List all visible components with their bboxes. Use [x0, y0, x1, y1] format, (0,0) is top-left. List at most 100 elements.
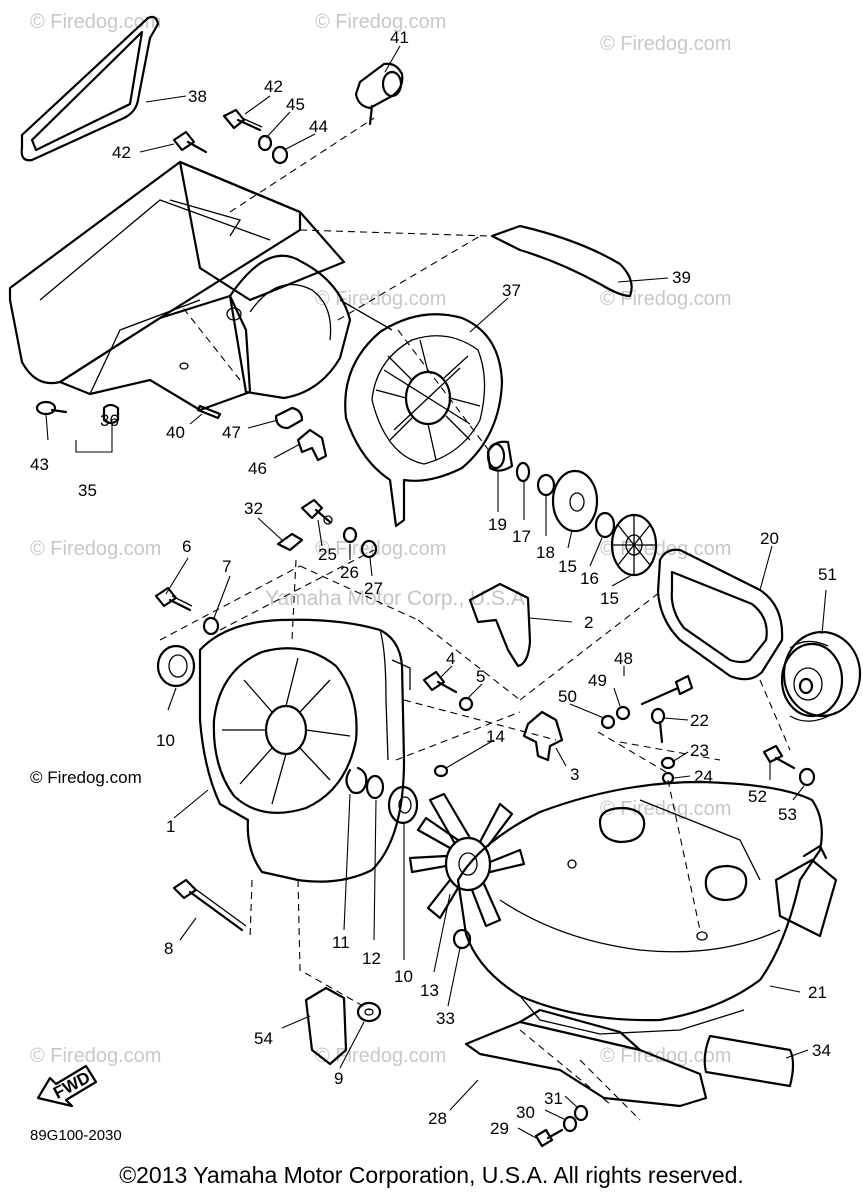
label-34: 34: [812, 1041, 831, 1060]
label-26: 26: [340, 563, 359, 582]
label-20: 20: [760, 529, 779, 548]
label-40: 40: [166, 423, 185, 442]
part-46-bracket: [296, 428, 328, 462]
fwd-arrow-icon: FWD: [36, 1064, 98, 1108]
part-42-bolt-side: [172, 130, 208, 154]
part-25-bolt: [300, 498, 333, 525]
label-30: 30: [516, 1103, 535, 1122]
label-37: 37: [502, 281, 521, 300]
part-26-washer: [342, 526, 358, 544]
label-50: 50: [558, 687, 577, 706]
part-35-airbox: [8, 160, 393, 412]
part-43-bolt: [35, 400, 68, 416]
part-14-cap: [433, 764, 449, 778]
firedog-credit: © Firedog.com: [30, 768, 142, 787]
label-29: 29: [490, 1119, 509, 1138]
watermark-12: © Firedog.com: [600, 1045, 731, 1067]
label-3: 3: [570, 765, 579, 784]
label-23: 23: [690, 741, 709, 760]
watermark-center: Yamaha Motor Corp., U.S.A.: [265, 587, 531, 610]
part-4-bolt: [422, 670, 458, 694]
leader-lines: [45, 45, 827, 1139]
label-10a: 10: [156, 731, 175, 750]
label-16: 16: [580, 569, 599, 588]
part-31-washer: [573, 1104, 589, 1122]
part-23-nut: [660, 756, 676, 770]
watermark-5: © Firedog.com: [600, 288, 731, 310]
part-11-circlip: [345, 766, 368, 795]
part-38-seal: [20, 15, 160, 162]
part-6-bolt: [154, 586, 193, 612]
part-48-bolt: [640, 674, 694, 706]
label-36: 36: [100, 411, 119, 430]
label-18: 18: [536, 543, 555, 562]
label-51: 51: [818, 565, 837, 584]
label-42a: 42: [264, 77, 283, 96]
label-8: 8: [164, 939, 173, 958]
label-38: 38: [188, 87, 207, 106]
label-39: 39: [672, 268, 691, 287]
part-9-grommet: [356, 1001, 382, 1023]
label-13: 13: [420, 981, 439, 1000]
part-54-plate: [304, 986, 348, 1066]
part-19-collar: [486, 440, 514, 472]
label-7: 7: [222, 557, 231, 576]
part-41-sensor: [354, 62, 404, 126]
label-4: 4: [446, 649, 455, 668]
part-7-washer: [202, 616, 220, 636]
part-39-cover: [490, 224, 633, 298]
part-53-washer: [798, 767, 816, 787]
label-15b: 15: [600, 589, 619, 608]
label-25: 25: [318, 545, 337, 564]
part-12-washer: [365, 774, 385, 800]
watermark-10: © Firedog.com: [30, 1045, 161, 1067]
label-53: 53: [778, 805, 797, 824]
label-10b: 10: [394, 967, 413, 986]
watermark-8: © Firedog.com: [600, 538, 731, 560]
label-2: 2: [584, 613, 593, 632]
part-8-bolt: [172, 878, 247, 932]
label-45: 45: [286, 95, 305, 114]
part-51-pulley: [780, 630, 862, 722]
watermarks: © Firedog.com © Firedog.com © Firedog.co…: [30, 11, 731, 1067]
label-19: 19: [488, 515, 507, 534]
part-36-collar: [102, 403, 120, 425]
watermark-6: © Firedog.com: [30, 538, 161, 560]
part-42-bolt-top: [222, 108, 263, 132]
label-22: 22: [690, 711, 709, 730]
copyright-notice: ©2013 Yamaha Motor Corporation, U.S.A. A…: [119, 1162, 744, 1188]
label-48: 48: [614, 649, 633, 668]
label-47: 47: [222, 423, 241, 442]
watermark-7: © Firedog.com: [315, 538, 446, 560]
diagram-code: 89G100-2030: [30, 1127, 122, 1144]
label-33: 33: [436, 1009, 455, 1028]
label-5: 5: [476, 667, 485, 686]
label-35: 35: [78, 481, 97, 500]
watermark-2: © Firedog.com: [315, 11, 446, 33]
label-15a: 15: [558, 557, 577, 576]
part-1-fan-case: [198, 618, 411, 883]
part-28-bracket: [464, 1008, 708, 1108]
part-52-bolt: [762, 744, 796, 770]
label-31: 31: [544, 1089, 563, 1108]
watermark-9: © Firedog.com: [600, 798, 731, 820]
label-12: 12: [362, 949, 381, 968]
part-2-flap: [468, 582, 532, 668]
part-13-fan: [408, 792, 526, 928]
label-27: 27: [364, 579, 383, 598]
label-41: 41: [390, 28, 409, 47]
label-28: 28: [428, 1109, 447, 1128]
part-5-washer: [458, 696, 474, 712]
label-54: 54: [254, 1029, 273, 1048]
part-22-screw: [650, 707, 666, 744]
label-24: 24: [694, 767, 713, 786]
watermark-3: © Firedog.com: [600, 33, 731, 55]
part-17-washer: [515, 461, 531, 483]
label-44: 44: [309, 117, 328, 136]
label-21: 21: [808, 983, 827, 1002]
label-52: 52: [748, 787, 767, 806]
part-30-washer: [562, 1115, 578, 1133]
label-42b: 42: [112, 143, 131, 162]
part-29-bolt: [534, 1128, 564, 1148]
